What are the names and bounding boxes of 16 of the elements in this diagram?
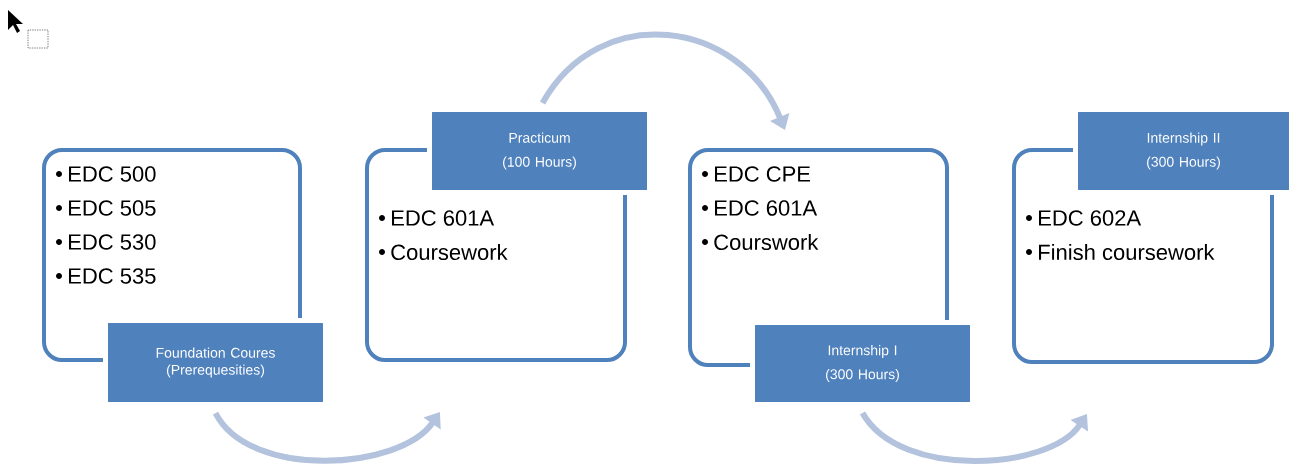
- bullet-item: EDC CPE: [702, 166, 811, 182]
- bullet-item: Courswork: [702, 233, 819, 251]
- bullet-item: EDC 535: [56, 268, 156, 284]
- title-box: Internship II (300 Hours): [1073, 107, 1289, 195]
- bullet-item: EDC 505: [56, 200, 156, 216]
- title-box: Practicum (100 Hours): [427, 107, 652, 195]
- bullet-item: Finish coursework: [1026, 243, 1215, 261]
- curved-arrow: [213, 411, 441, 464]
- bullet-item: EDC 602A: [1026, 210, 1142, 226]
- bullet-item: EDC 601A: [702, 200, 818, 216]
- bullet-item: EDC 601A: [379, 210, 495, 226]
- bullet-item: EDC 530: [56, 234, 156, 250]
- bullet-item: Coursework: [379, 243, 508, 261]
- bullet-item: EDC 500: [56, 166, 156, 182]
- title-box: Foundation Coures (Prerequesities): [103, 318, 328, 407]
- title-box: Internship I (300 Hours): [750, 320, 975, 407]
